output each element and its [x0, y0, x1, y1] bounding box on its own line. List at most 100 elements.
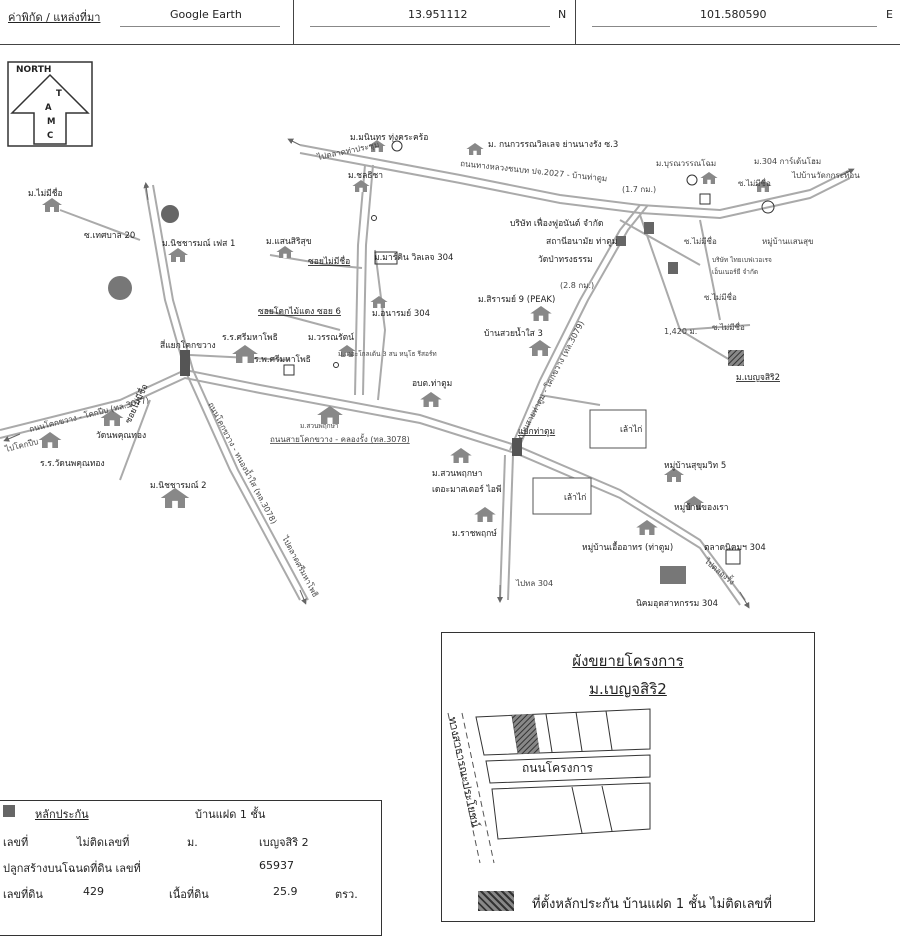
building-icon [699, 193, 711, 205]
map-label: ม.นิชชารมณ์ เฟส 1 [162, 238, 235, 249]
building-icon [644, 222, 654, 234]
longitude-dir: E [886, 8, 893, 21]
distance-label: 1,420 ม. [664, 327, 697, 336]
market-icon [725, 549, 741, 565]
map-label: ม.แสนสิริสุข [266, 237, 312, 247]
road-label: ไปตลองรั้ง [702, 554, 738, 586]
longitude-value: 101.580590 [700, 8, 767, 21]
coop-label: เล้าไก่ [564, 492, 586, 503]
map-label: หมู่บ้านเอื้ออาทร (ท่าตูม) [582, 541, 673, 553]
latitude-dir: N [558, 8, 567, 21]
project-inset: ผังขยายโครงการ ม.เบญจสิริ2 ถนนโครงการ ทา… [441, 632, 815, 922]
map-label: ซ.เทศบาล 20 [84, 231, 135, 241]
chicken-coop-icon [532, 477, 592, 515]
map-label: ม.อนารมย์ 304 [372, 308, 430, 319]
house-icon [370, 296, 388, 308]
north-arrow-icon [10, 73, 90, 145]
map-label: ร.ร.วัดนพคุณทอง [40, 459, 105, 469]
land-no: 429 [83, 885, 104, 898]
house-icon [168, 248, 188, 262]
map-label: สถานีอนามัย ท่าตูม [546, 236, 617, 247]
point-icon [333, 362, 339, 368]
road-label: ซ.ไม่มีชื่อ [738, 177, 771, 188]
map-label: สี่แยกโคกขวาง [160, 339, 216, 351]
house-icon [530, 306, 552, 321]
collateral-info: หลักประกัน บ้านแฝด 1 ชั้น เลขที่ ไม่ติดเ… [0, 800, 382, 936]
area-value: 25.9 [273, 885, 298, 898]
map-label: ม.สวนพฤกษา [432, 469, 482, 479]
map-label: ม.เบญจสิริ2 [736, 373, 780, 383]
map-label: ม.ราชพฤกษ์ [452, 528, 497, 539]
inset-legend: ที่ตั้งหลักประกัน บ้านแฝด 1 ชั้น ไม่ติดเ… [532, 897, 772, 912]
distance-label: (1.7 กม.) [622, 185, 656, 194]
map-label: ม.วรรณรัตน์ [308, 332, 354, 343]
map-label: ม. กนกวรรณวิลเลจ ย่านนางรัง ซ.3 [488, 140, 618, 150]
map-label: บ้านสวยน้ำใส 3 [484, 327, 543, 339]
factory-icon [660, 566, 686, 584]
north-compass: NORTH T A M C [7, 61, 93, 147]
house-no: ไม่ติดเลขที่ [77, 836, 130, 849]
road-label: ซ.ไม่มีชื่อ [684, 235, 717, 246]
location-map: NORTH T A M C [0, 61, 860, 609]
compass-letter-c: C [47, 131, 53, 141]
inset-plan [447, 708, 651, 864]
temple-icon [616, 236, 626, 246]
map-label: หมู่บ้านของเรา [674, 502, 729, 513]
coord-source: Google Earth [170, 8, 242, 21]
land-no-label: เลขที่ดิน [3, 888, 43, 901]
latitude-value: 13.951112 [408, 8, 468, 21]
logo-icon [161, 205, 179, 223]
house-icon [276, 246, 294, 258]
map-label: ร.พ.ศรีมหาโพธิ [254, 354, 311, 365]
map-label: ม.สิรารมย์ 9 (PEAK) [478, 294, 555, 305]
number-2-icon [686, 174, 698, 186]
village-name: เบญจสิริ 2 [259, 836, 309, 849]
map-label: ม.มาร์คิน วิลเลจ 304 [374, 252, 453, 263]
map-label: ม.สวนพฤกษา [300, 422, 339, 430]
collateral-label: หลักประกัน [35, 808, 89, 821]
map-label: ม.ชลธิชา [348, 171, 383, 181]
map-label: ม.304 การ์เด้นโฮม [754, 156, 821, 166]
map-label: แยกท่าตูม [518, 427, 555, 437]
map-label: ซอยไม่มีชื่อ [308, 255, 350, 267]
compass-letter-m: M [47, 117, 55, 127]
map-label: เอ็นเนอร์ยี จำกัด [712, 267, 758, 276]
map-label: ม.มนินทร ทุ่งคระคร้อ [350, 132, 428, 143]
map-label: ร.ร.ศรีมหาโพธิ [222, 332, 278, 343]
coop-label: เล้าไก่ [620, 424, 642, 435]
collateral-swatch-icon [3, 805, 15, 817]
road-label: ไปบ้านวัดกกระท้อน [791, 171, 860, 180]
legend-swatch-icon [478, 891, 514, 911]
distance-label: (2.8 กม.) [560, 281, 594, 290]
point-icon [371, 215, 377, 221]
inset-road-label: ถนนโครงการ [522, 761, 593, 775]
map-label: ม.นิชชารมณ์ 2 [150, 480, 207, 491]
house-icon [528, 340, 552, 356]
inset-title: ผังขยายโครงการ [572, 652, 684, 670]
emblem-icon [108, 276, 132, 300]
area-unit: ตรว. [335, 888, 358, 901]
map-label: วัดนพคุณทอง [96, 431, 146, 441]
map-label: ม.บุรณวรรณโฉม [656, 158, 716, 168]
inset-subtitle: ม.เบญจสิริ2 [589, 680, 667, 698]
collateral-marker-icon [728, 350, 744, 366]
map-label: อบต.ท่าตูม [412, 379, 452, 389]
map-label: ตลาดนิคมฯ 304 [704, 543, 766, 553]
map-label: เดอะมาสเตอร์ ไอพี [432, 484, 501, 495]
school-icon [38, 432, 62, 448]
map-label: ม.เดอะโกลเด้น 3 สน หนุโธ รีสอร์ท [338, 350, 437, 358]
traffic-light-icon [180, 350, 190, 376]
hospital-icon [283, 364, 295, 376]
map-label: หมู่บ้านสุขุมวิท 5 [664, 460, 726, 471]
map-labels: ม.มนินทร ทุ่งคระคร้อ ม. กนกวรรณวิลเลจ ย่… [3, 132, 860, 609]
road-label: ถนนโคกขวาง - หนองน้ำใส (ทล.3078) [206, 400, 280, 526]
house-icon [636, 520, 658, 535]
market-icon [374, 251, 398, 265]
map-label: บริษัท ไทยเบฟเวอเรจ [712, 256, 772, 264]
house-icon [42, 198, 62, 212]
house-icon [474, 507, 496, 522]
map-label: หมู่บ้านแสนสุข [762, 237, 813, 247]
house-icon [352, 180, 370, 192]
road-label: ถนนทางหลวงชนบท ปจ.2027 - บ้านท่าตูม [460, 159, 608, 184]
house-icon [700, 172, 718, 184]
